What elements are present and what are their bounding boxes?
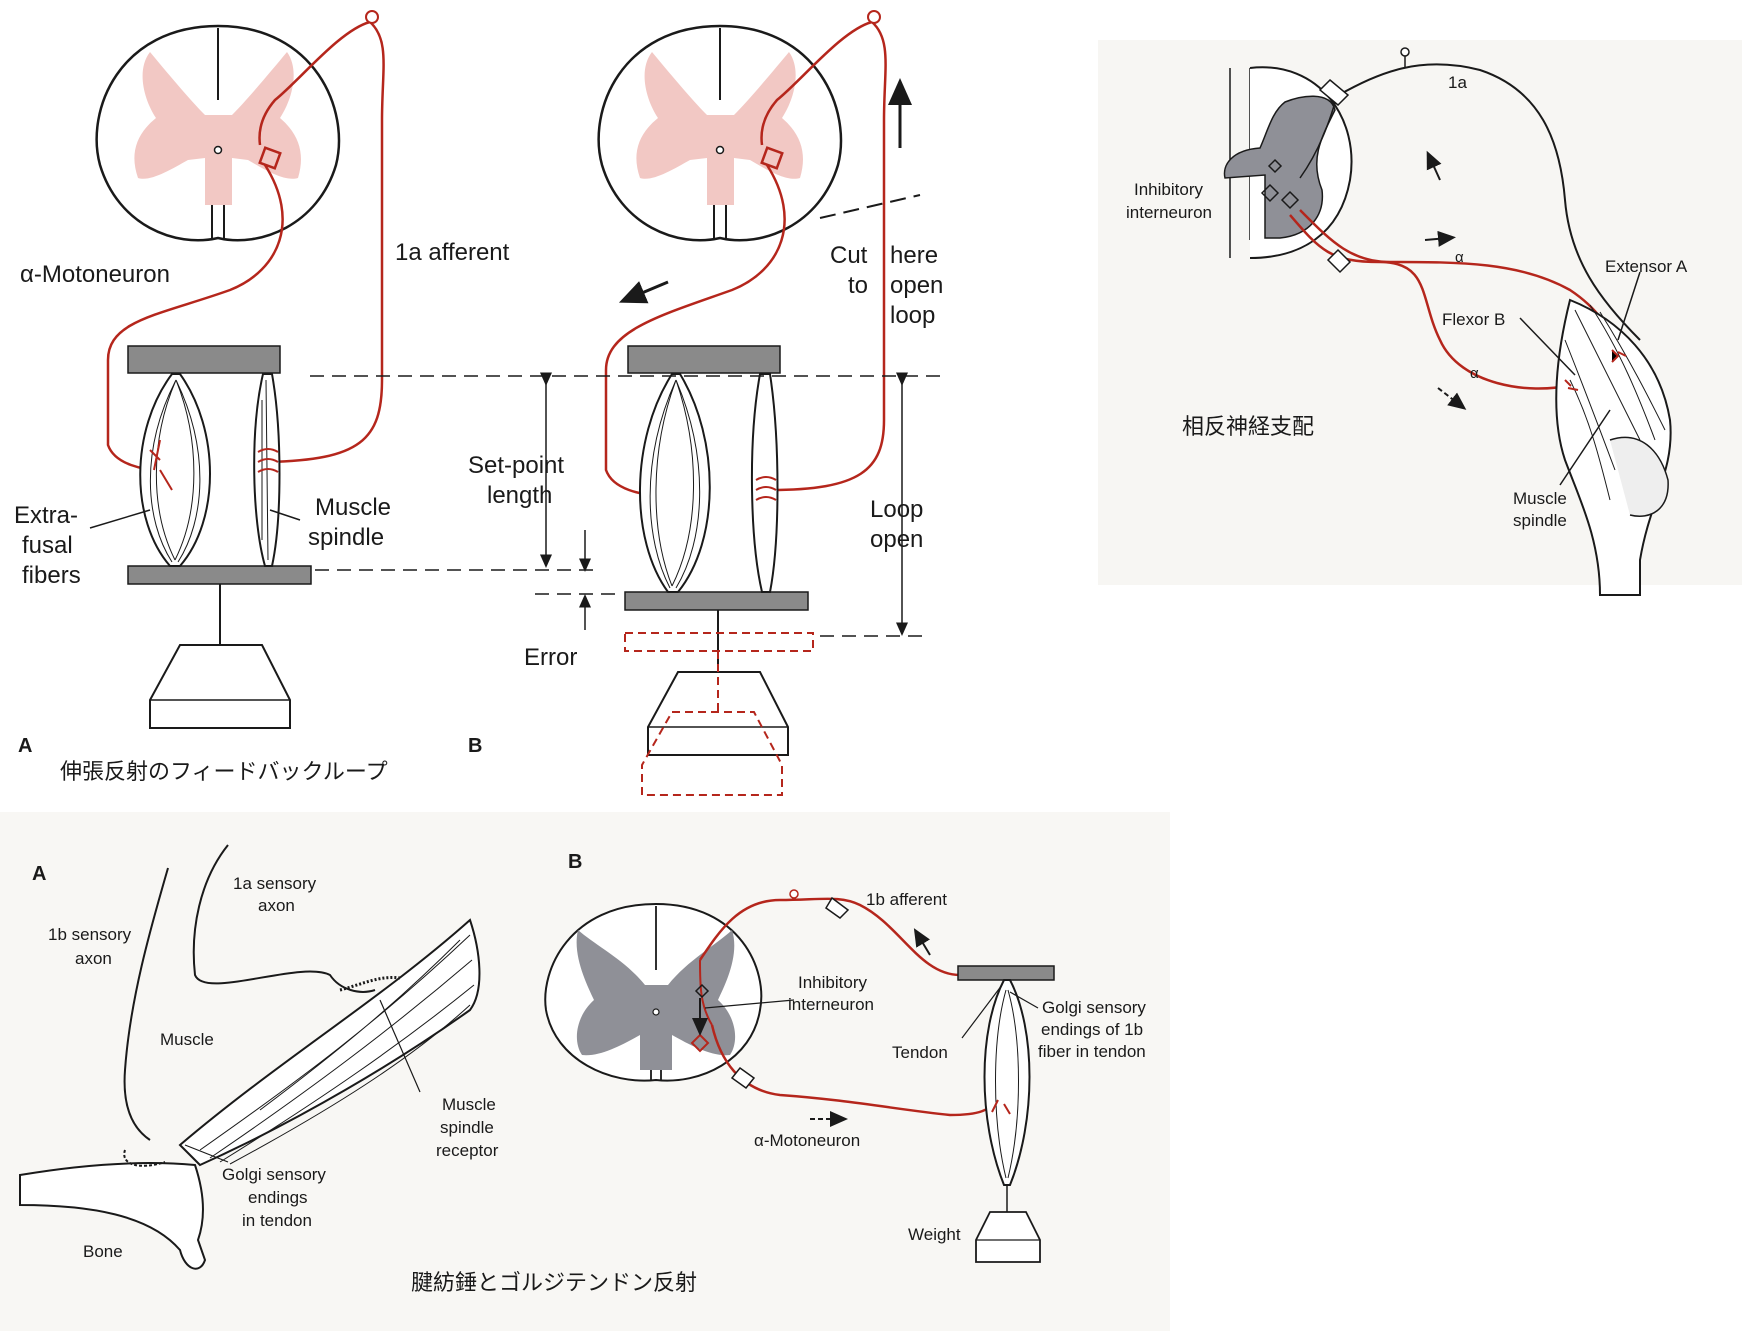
label-1b-sensory-1: 1b sensory (48, 925, 132, 944)
alpha-motoneuron-bottom (710, 1024, 997, 1117)
label-extrafusal-3: fibers (22, 562, 81, 589)
label-extensor: Extensor A (1605, 257, 1688, 276)
label-alpha-1: α (1455, 249, 1464, 266)
label-extrafusal-1: Extra- (14, 502, 78, 529)
gray-matter-a (134, 52, 301, 205)
label-bone: Bone (83, 1242, 123, 1261)
label-inhibitory-2: interneuron (1126, 203, 1212, 222)
label-error: Error (524, 644, 577, 671)
label-setpoint-2: length (487, 482, 552, 509)
bottom-panel-letter-a: A (32, 863, 46, 885)
label-motoneuron-b: α-Motoneuron (754, 1131, 860, 1150)
alpha-nerve-flexor (1289, 214, 1571, 390)
label-muscle: Muscle (160, 1030, 214, 1049)
label-cut-1: Cut (830, 242, 868, 269)
bottom-plate-a (127, 565, 312, 585)
label-1a: 1a (1448, 73, 1467, 92)
caption-tendon-reflex: 腱紡錘とゴルジテンドン反射 (411, 1271, 697, 1296)
label-receptor-2: spindle (440, 1118, 494, 1137)
label-motoneuron-a: α-Motoneuron (20, 261, 170, 288)
label-inhibitory-b-2: interneuron (788, 995, 874, 1014)
muscle-belly (178, 918, 481, 1167)
label-afferent-a: 1a afferent (395, 239, 510, 266)
tendon-reflex-panel-b: B 1b afferent In (544, 851, 1146, 1263)
label-inhibitory-b-1: Inhibitory (798, 973, 867, 992)
label-cut-4: open (890, 272, 943, 299)
tendon-muscle (983, 979, 1031, 1186)
label-golgi-a-1: Golgi sensory (222, 1165, 326, 1184)
top-plate-b (627, 345, 781, 374)
label-1b-sensory-2: axon (75, 949, 112, 968)
label-cut-5: loop (890, 302, 935, 329)
label-loopopen-2: open (870, 526, 923, 553)
bone (19, 1162, 207, 1270)
muscle-spindle-b (750, 373, 779, 593)
label-receptor-3: receptor (436, 1141, 499, 1160)
label-weight: Weight (908, 1225, 961, 1244)
label-golgi-b-3: fiber in tendon (1038, 1042, 1146, 1061)
reciprocal-innervation-diagram: 1a Inhibitory interneuron Extensor A Fle… (1126, 47, 1688, 596)
afferent-nerve-a (267, 21, 385, 464)
label-1b-afferent: 1b afferent (866, 890, 947, 909)
label-1a-sensory-1: 1a sensory (233, 874, 317, 893)
label-golgi-b-2: endings of 1b (1041, 1020, 1143, 1039)
tendon-plate (957, 965, 1055, 981)
label-flexor: Flexor B (1442, 310, 1505, 329)
spinal-cord-a (95, 24, 341, 242)
label-inhibitory-1: Inhibitory (1134, 180, 1203, 199)
label-alpha-2: α (1470, 365, 1479, 382)
label-loopopen-1: Loop (870, 496, 923, 523)
label-tendon: Tendon (892, 1043, 948, 1062)
label-1a-sensory-2: axon (258, 896, 295, 915)
label-golgi-a-2: endings (248, 1188, 308, 1207)
spinal-cord-bottom (544, 902, 763, 1082)
label-spindle-r-1: Muscle (1513, 489, 1567, 508)
label-cut-3: to (848, 272, 868, 299)
bottom-panel-letter-b: B (568, 851, 582, 873)
stretch-reflex-panel-b: Set-point length Error Cut here to open … (310, 10, 943, 796)
gray-matter-b (636, 52, 803, 205)
label-extrafusal-2: fusal (22, 532, 73, 559)
motoneuron-a (106, 164, 284, 472)
label-golgi-b-1: Golgi sensory (1042, 998, 1146, 1017)
panel-letter-b: B (468, 735, 482, 757)
bottom-plate-b (624, 591, 809, 611)
weight-bottom (975, 1211, 1041, 1263)
label-golgi-a-3: in tendon (242, 1211, 312, 1230)
label-setpoint-1: Set-point (468, 452, 564, 479)
caption-stretch-reflex: 伸張反射のフィードバックループ (60, 760, 388, 785)
spinal-cord-b (597, 24, 843, 242)
weight-a (149, 644, 291, 729)
caption-reciprocal: 相反神経支配 (1182, 415, 1314, 440)
label-receptor-1: Muscle (442, 1095, 496, 1114)
label-spindle-a-1: Muscle (315, 494, 391, 521)
label-cut-2: here (890, 242, 938, 269)
panel-letter-a: A (18, 735, 32, 757)
label-spindle-r-2: spindle (1513, 511, 1567, 530)
tendon-reflex-panel-a: A 1a sensory axon 1b sensory axon Muscle… (19, 844, 499, 1270)
label-spindle-a-2: spindle (308, 524, 384, 551)
stretch-reflex-panel-a: α-Motoneuron 1a afferent Extra- fusal fi… (14, 10, 510, 757)
top-plate-a (127, 345, 281, 374)
